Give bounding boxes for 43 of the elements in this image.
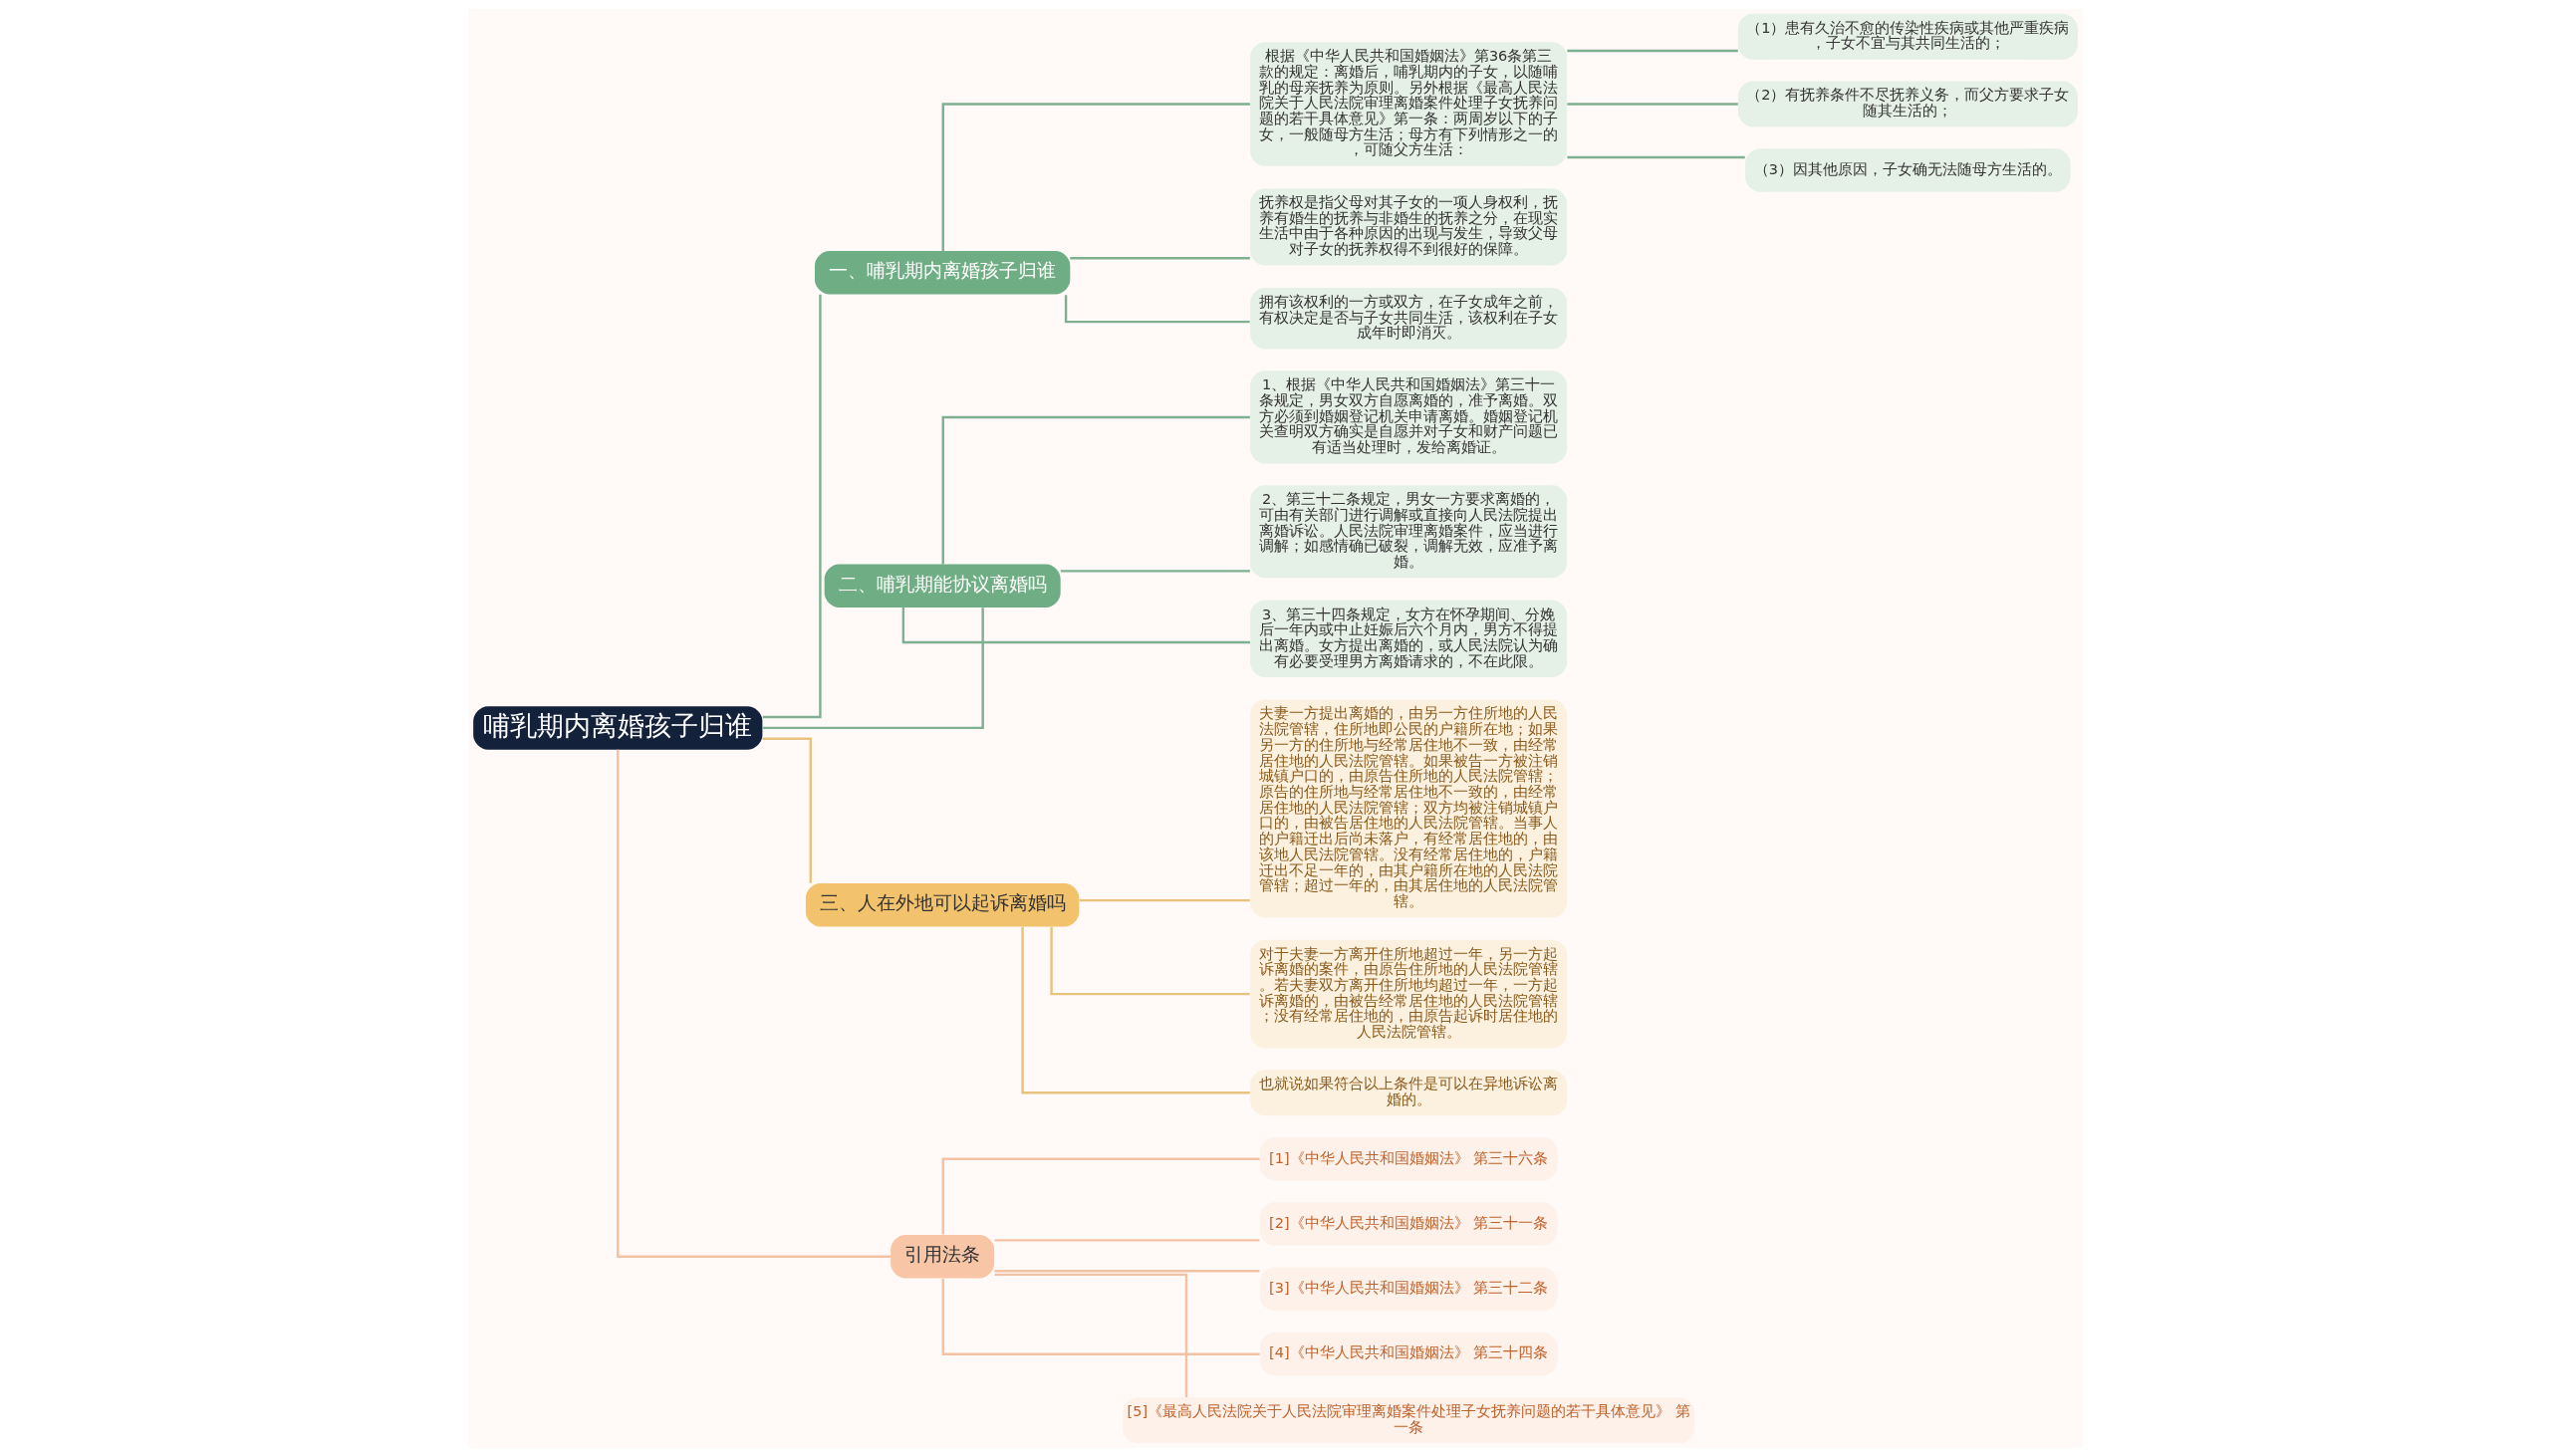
node-box: [5]《最高人民法院关于人民法院审理离婚案件处理子女抚养问题的若干具体意见》 第一条 — [1122, 1396, 1694, 1443]
connector — [941, 102, 1250, 251]
node-box: [2]《中华人民共和国婚姻法》 第三十一条 — [1259, 1201, 1557, 1246]
node-box: 哺乳期内离婚孩子归谁 — [472, 705, 762, 750]
connector — [901, 607, 1250, 643]
node-box: （2）有抚养条件不尽抚养义务，而父方要求子女随其生活的； — [1737, 81, 2078, 126]
connector — [1566, 49, 1738, 52]
connector — [761, 737, 812, 883]
node-box: [1]《中华人民共和国婚姻法》 第三十六条 — [1259, 1136, 1557, 1181]
node-box: 抚养权是指父母对其子女的一项人身权利，抚养有婚生的抚养与非婚生的抚养之分，在现实生活中由于各种原因的出现与发生，导致父母对子女的抚养权得不到很好的保障。 — [1249, 187, 1567, 266]
connector — [1069, 256, 1250, 259]
connector — [994, 1273, 1187, 1397]
node-box: 一、哺乳期内离婚孩子归谁 — [814, 250, 1070, 295]
connector — [994, 1269, 1259, 1272]
node-box: 二、哺乳期能协议离婚吗 — [824, 563, 1061, 607]
node-box: 3、第三十四条规定，女方在怀孕期间、分娩后一年内或中止妊娠后六个月内，男方不得提出离婚。女方提出离婚的，或人民法院认为确有必要受理男方离婚请求的，不在此限。 — [1249, 600, 1567, 677]
connector — [1049, 926, 1250, 995]
node-box: 拥有该权利的一方或双方，在子女成年之前，有权决定是否与子女共同生活，该权利在子女成年时即消灭。 — [1249, 287, 1567, 350]
node-box: 1、根据《中华人民共和国婚姻法》第三十一条规定，男女双方自愿离婚的，准予离婚。双方必须到婚姻登记机关申请离婚。婚姻登记机关查明双方确实是自愿并对子女和财产问题已有适当处理时，发给离婚证。 — [1249, 369, 1567, 463]
node-box: [4]《中华人民共和国婚姻法》 第三十四条 — [1259, 1332, 1557, 1375]
connector — [1566, 155, 1745, 158]
node-box: 夫妻一方提出离婚的，由另一方住所地的人民法院管辖，住所地即公民的户籍所在地；如果另一方的住所地与经常居住地不一致，由经常居住地的人民法院管辖。如果被告一方被注销城镇户口的，由原告住所地的人民法院管辖；原告的住所地与经常居住地不一致的，由经常居住地的人民法院管辖；双方均被注销城镇户口的，由被告居住地的人民法院管辖。当事人的户籍迁出后尚未落户，有经常居住地的，由该地人民法院管辖。没有经常居住地的，户籍迁出不足一年的，由其户籍所在地的人民法院管辖；超过一年的，由其居住地的人民法院管辖。 — [1249, 699, 1567, 917]
node-box: 三、人在外地可以起诉离婚吗 — [805, 882, 1079, 926]
node-box: 也就说如果符合以上条件是可以在异地诉讼离婚的。 — [1249, 1069, 1567, 1115]
connector — [941, 415, 1250, 564]
node-box: 2、第三十二条规定，男女一方要求离婚的，可由有关部门进行调解或直接向人民法院提出离婚诉讼。人民法院审理离婚案件，应当进行调解；如感情确已破裂，调解无效，应准予离婚。 — [1249, 484, 1567, 578]
node-box: 引用法条 — [890, 1234, 994, 1278]
connector — [616, 749, 891, 1258]
connector — [1060, 569, 1250, 573]
node-box: 对于夫妻一方离开住所地超过一年，另一方起诉离婚的案件，由原告住所地的人民法院管辖。若夫妻双方离开住所地均超过一年，一方起诉离婚的，由被告经常居住地的人民法院管辖；没有经常居住地的，由原告起诉时居住地的人民法院管辖。 — [1249, 939, 1567, 1049]
node-box: （1）患有久治不愈的传染性疾病或其他严重疾病，子女不宜与其共同生活的； — [1737, 13, 2078, 60]
connector — [941, 1157, 1260, 1234]
connector — [1566, 102, 1738, 106]
node-box: （3）因其他原因，子女确无法随母方生活的。 — [1744, 147, 2071, 192]
connector — [1079, 898, 1250, 901]
node-box: 根据《中华人民共和国婚姻法》第36条第三款的规定：离婚后，哺乳期内的子女，以随哺乳的母亲抚养为原则。另外根据《最高人民法院关于人民法院审理离婚案件处理子女抚养问题的若干具体意见》第一条：两周岁以下的子女，一般随母方生活；母方有下列情形之一的，可随父方生活： — [1249, 41, 1567, 166]
connector — [994, 1238, 1259, 1242]
connector — [762, 607, 984, 729]
connector — [762, 294, 822, 718]
connector — [1020, 926, 1250, 1093]
connector — [1064, 294, 1250, 323]
node-box: [3]《中华人民共和国婚姻法》 第三十二条 — [1259, 1267, 1557, 1311]
connector — [941, 1278, 1260, 1355]
